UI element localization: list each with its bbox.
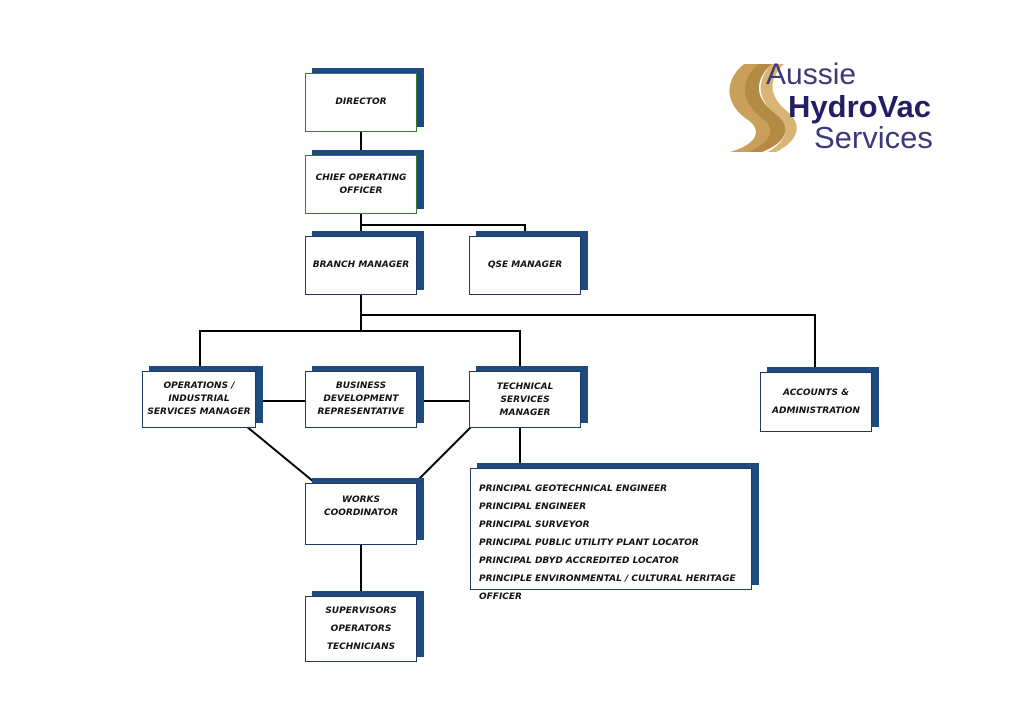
branch-manager-label: BRANCH MANAGER bbox=[312, 260, 410, 270]
logo-text-aussie: Aussie bbox=[766, 58, 857, 91]
principal-item-1: PRINCIPAL GEOTECHNICAL ENGINEER bbox=[479, 484, 668, 494]
business-dev-label-1: BUSINESS bbox=[335, 381, 387, 391]
connector-works-field bbox=[360, 544, 362, 596]
operations-label-1: OPERATIONS / bbox=[163, 381, 235, 391]
operations-label-3: SERVICES MANAGER bbox=[147, 407, 251, 417]
business-development-box: BUSINESS DEVELOPMENT REPRESENTATIVE bbox=[305, 371, 417, 428]
works-label-1: WORKS bbox=[342, 495, 380, 505]
logo-text-services: Services bbox=[814, 120, 933, 155]
qse-manager-label: QSE MANAGER bbox=[487, 260, 563, 270]
connector-tech-v bbox=[519, 330, 521, 371]
qse-manager-box: QSE MANAGER bbox=[469, 236, 581, 295]
technical-label-1: TECHNICAL SERVICES bbox=[496, 382, 554, 405]
works-coordinator-box: WORKS COORDINATOR bbox=[305, 483, 417, 545]
connector-ops-v bbox=[199, 330, 201, 371]
operations-label-2: INDUSTRIAL bbox=[168, 394, 230, 404]
logo-swoosh-icon bbox=[729, 64, 797, 152]
field-staff-box: SUPERVISORS OPERATORS TECHNICIANS bbox=[305, 596, 417, 662]
connector-ops-works bbox=[245, 425, 315, 483]
business-dev-label-3: REPRESENTATIVE bbox=[317, 407, 405, 417]
company-logo: Aussie HydroVac Services bbox=[722, 58, 942, 155]
principal-item-3: PRINCIPAL SURVEYOR bbox=[479, 520, 590, 530]
coo-label-2: OFFICER bbox=[339, 185, 383, 196]
accounts-administration-box: ACCOUNTS & ADMINISTRATION bbox=[760, 372, 872, 432]
director-box: DIRECTOR bbox=[305, 73, 417, 132]
connector-director-coo bbox=[360, 131, 362, 155]
field-label-2: OPERATORS bbox=[330, 624, 392, 634]
principal-item-2: PRINCIPAL ENGINEER bbox=[479, 502, 587, 512]
coo-box: CHIEF OPERATING OFFICER bbox=[305, 155, 417, 214]
principals-box: PRINCIPAL GEOTECHNICAL ENGINEER PRINCIPA… bbox=[470, 468, 752, 602]
principal-item-5: PRINCIPAL DBYD ACCREDITED LOCATOR bbox=[479, 556, 680, 566]
connector-bus-tech bbox=[417, 400, 470, 402]
works-label-2: COORDINATOR bbox=[323, 508, 398, 518]
logo-text-hydrovac: HydroVac bbox=[788, 89, 932, 124]
connector-branch-down bbox=[360, 294, 362, 332]
operations-manager-box: OPERATIONS / INDUSTRIAL SERVICES MANAGER bbox=[142, 371, 256, 428]
connector-coo-qse-h bbox=[360, 224, 526, 226]
branch-manager-box: BRANCH MANAGER bbox=[305, 236, 417, 295]
field-label-3: TECHNICIANS bbox=[326, 642, 396, 652]
technical-services-manager-box: TECHNICAL SERVICES MANAGER bbox=[469, 371, 581, 428]
connector-branch-bus-left bbox=[199, 330, 521, 332]
coo-label-1: CHIEF OPERATING bbox=[315, 172, 407, 183]
connector-accounts-v bbox=[814, 314, 816, 372]
connector-tech-works bbox=[415, 425, 473, 483]
principal-item-4: PRINCIPAL PUBLIC UTILITY PLANT LOCATOR bbox=[479, 538, 699, 548]
principal-item-6: PRINCIPLE ENVIRONMENTAL / CULTURAL HERIT… bbox=[479, 574, 736, 602]
technical-label-2: MANAGER bbox=[499, 408, 551, 418]
accounts-label-1: ACCOUNTS & bbox=[783, 388, 849, 398]
connector-coo-qse-v bbox=[524, 224, 526, 236]
connector-accounts-h bbox=[360, 314, 816, 316]
director-label: DIRECTOR bbox=[335, 97, 387, 107]
connector-tech-principals bbox=[519, 426, 521, 463]
accounts-label-2: ADMINISTRATION bbox=[772, 406, 860, 416]
connector-ops-bus bbox=[258, 400, 306, 402]
business-dev-label-2: DEVELOPMENT bbox=[323, 394, 399, 404]
field-label-1: SUPERVISORS bbox=[325, 606, 397, 616]
